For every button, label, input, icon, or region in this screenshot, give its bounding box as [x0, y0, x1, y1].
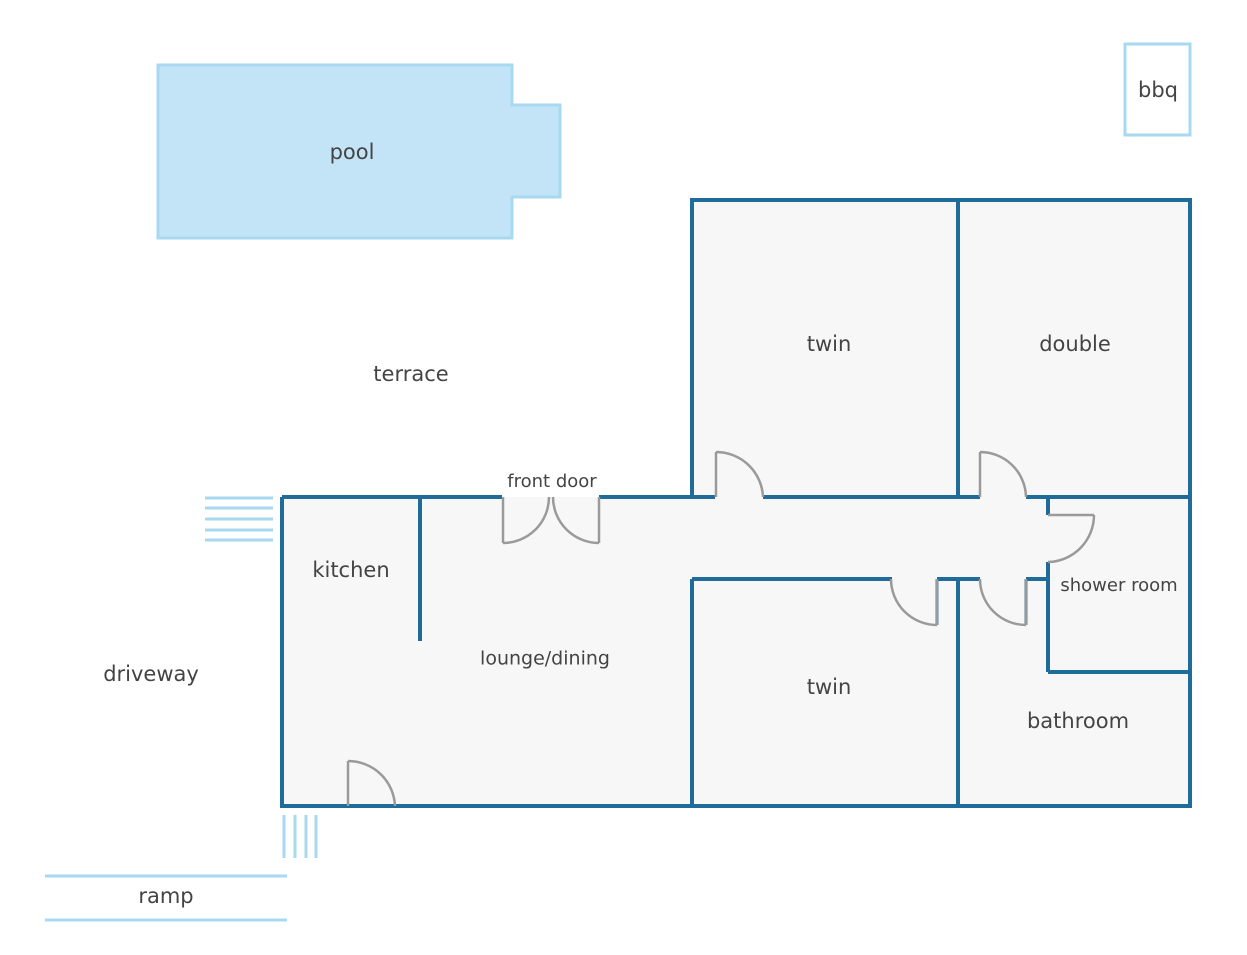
doors [346, 450, 1096, 807]
terrace-label: terrace [373, 362, 448, 386]
pool-label: pool [330, 140, 375, 164]
bathroom-label: bathroom [1027, 709, 1129, 733]
front-door-label: front door [507, 471, 597, 492]
kitchen-steps [282, 815, 318, 858]
bbq-box [1123, 42, 1192, 137]
driveway-label: driveway [103, 662, 199, 686]
front-steps [205, 496, 273, 542]
ramp-label: ramp [138, 884, 193, 908]
house-floor [282, 200, 1190, 806]
twin-bottom-label: twin [807, 675, 852, 699]
kitchen-label: kitchen [312, 558, 389, 582]
walls [280, 198, 1192, 808]
twin-top-label: twin [807, 332, 852, 356]
bbq-label: bbq [1138, 78, 1178, 102]
lounge-dining-label: lounge/dining [480, 648, 610, 670]
ramp [45, 874, 287, 922]
shower-room-label: shower room [1060, 575, 1177, 596]
double-label: double [1039, 332, 1111, 356]
pool-shape [156, 63, 562, 240]
